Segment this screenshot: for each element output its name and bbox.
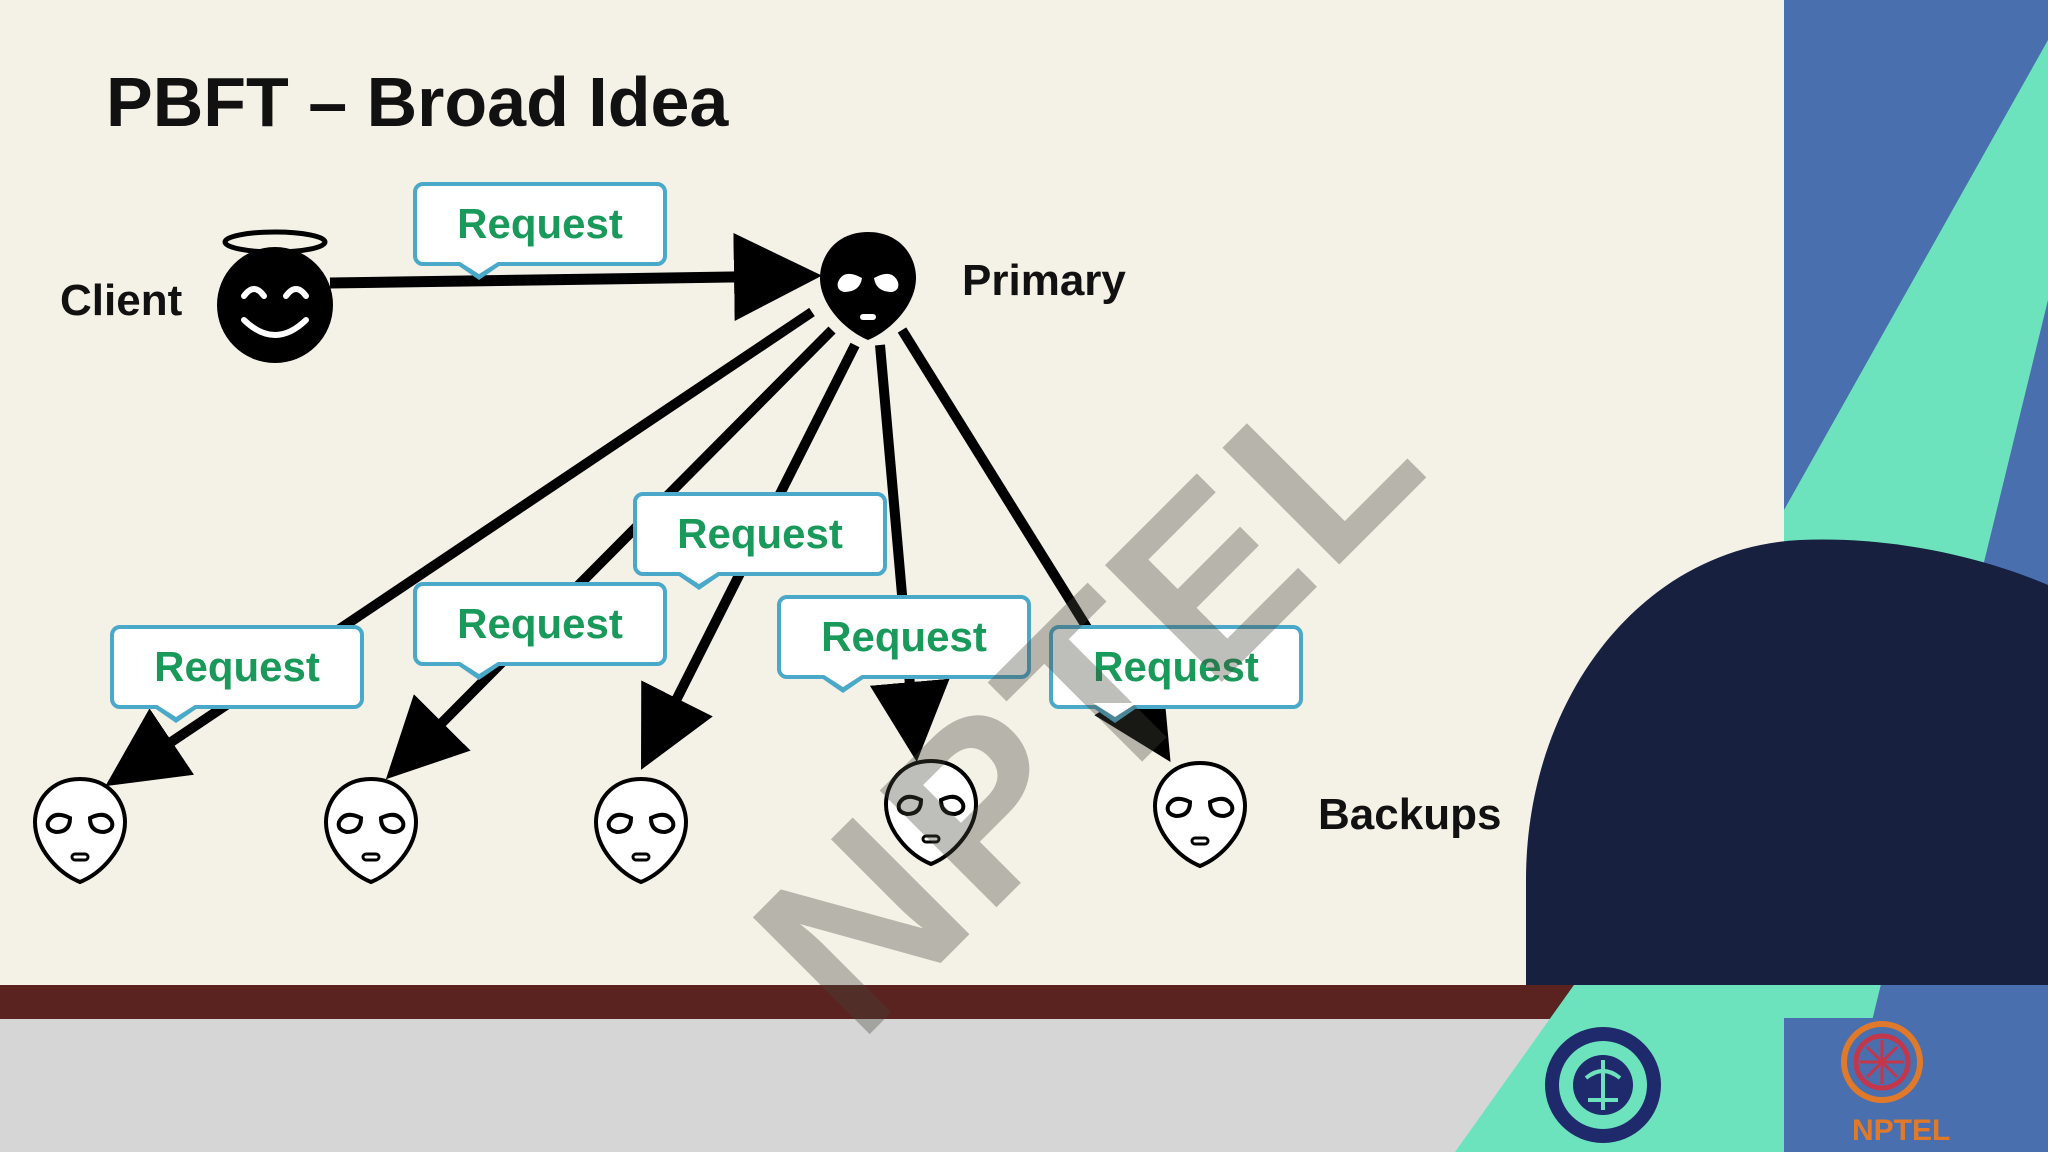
halo-smiley-icon bbox=[217, 229, 333, 363]
backups-label: Backups bbox=[1318, 790, 1502, 839]
nptel-logo-icon bbox=[1841, 1021, 1923, 1103]
callout-text: Request bbox=[821, 613, 987, 660]
callout-text: Request bbox=[1093, 643, 1259, 690]
arrow-to-backup-2 bbox=[385, 326, 836, 780]
request-callout: Request bbox=[413, 582, 667, 680]
alien-backup-icon bbox=[1152, 760, 1248, 869]
slide-title: PBFT – Broad Idea bbox=[106, 63, 729, 141]
callout-text: Request bbox=[457, 600, 623, 647]
iit-emblem-icon bbox=[1545, 1027, 1661, 1143]
client-label: Client bbox=[60, 276, 183, 325]
callout-text: Request bbox=[154, 643, 320, 690]
callout-text: Request bbox=[677, 510, 843, 557]
request-callout: Request bbox=[777, 595, 1031, 693]
callout-text: Request bbox=[457, 200, 623, 247]
alien-primary-icon bbox=[820, 232, 916, 340]
request-callout: Request bbox=[110, 625, 364, 723]
dark-arch bbox=[1526, 539, 2048, 985]
request-callout: Request bbox=[633, 492, 887, 590]
alien-backup-icon bbox=[32, 776, 128, 885]
nptel-logo-text: NPTEL bbox=[1852, 1114, 1951, 1147]
request-callout: Request bbox=[1049, 625, 1303, 723]
alien-backup-icon bbox=[883, 758, 979, 867]
request-callout: Request bbox=[413, 182, 667, 280]
alien-backup-icon bbox=[323, 776, 419, 885]
primary-label: Primary bbox=[962, 256, 1126, 305]
arrow-client-to-primary bbox=[329, 232, 822, 321]
alien-backup-icon bbox=[593, 776, 689, 885]
